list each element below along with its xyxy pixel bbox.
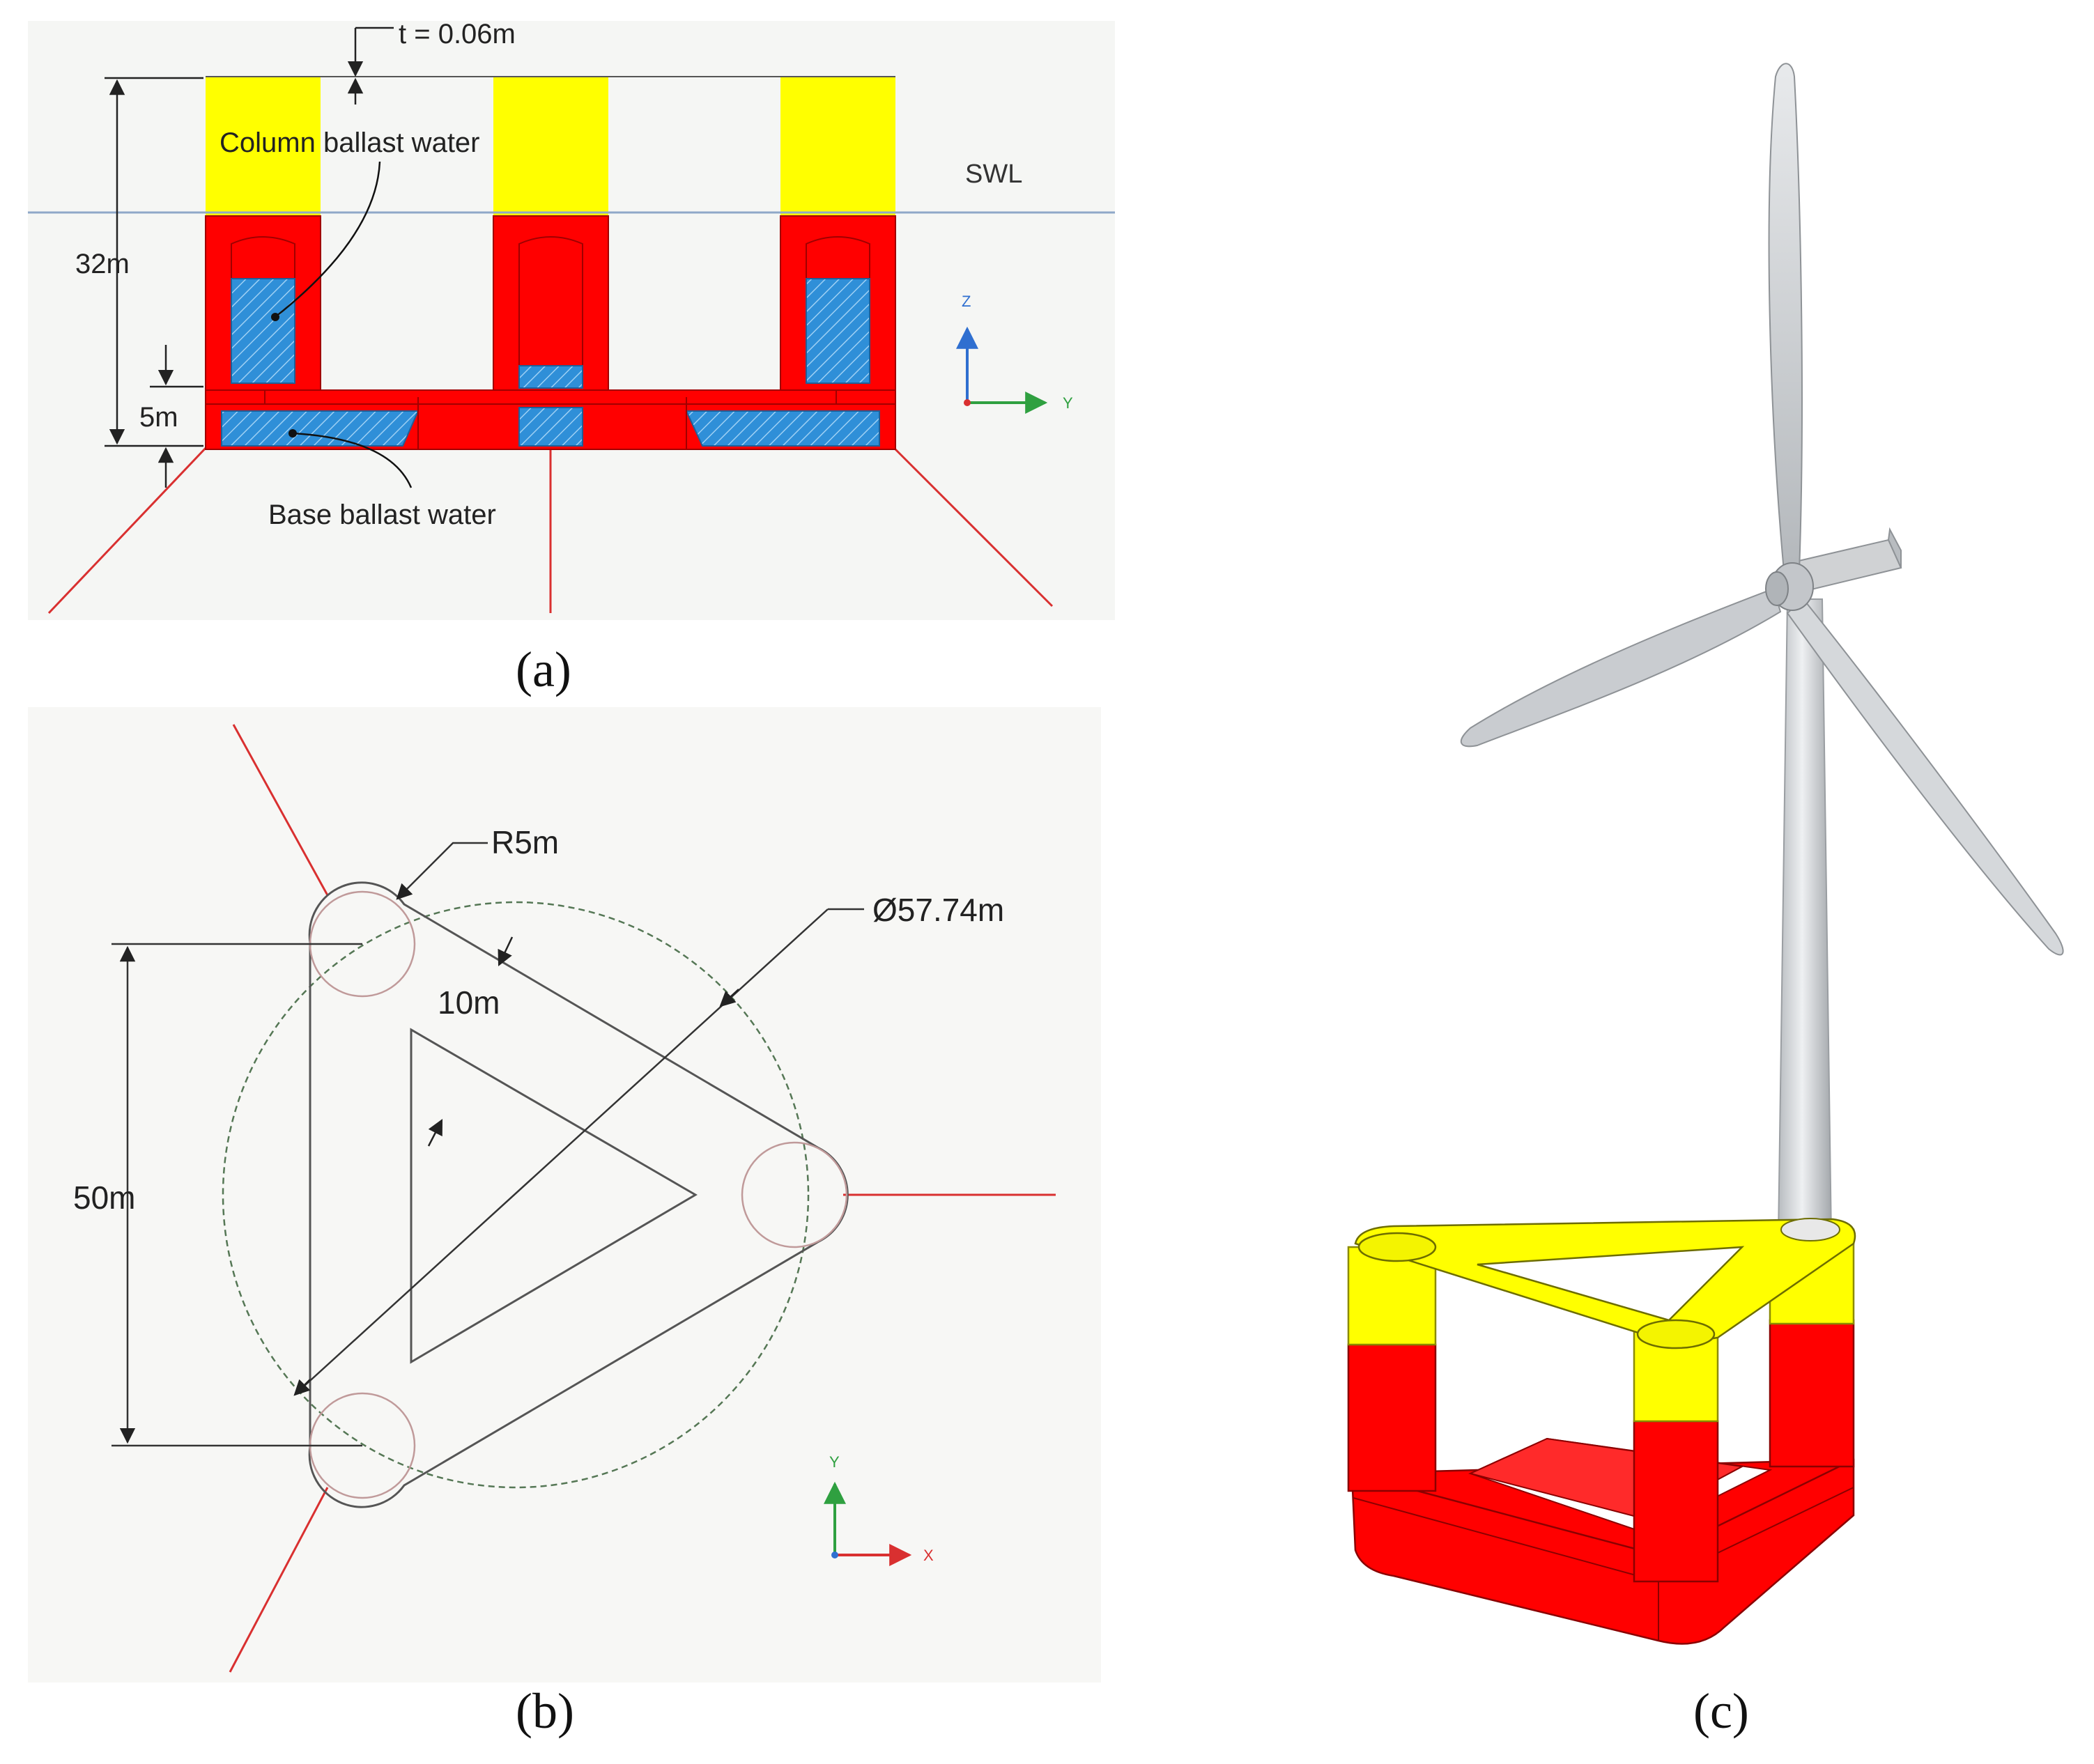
axis-z-label: Z <box>962 293 971 310</box>
inner-triangle <box>410 1028 698 1364</box>
base-pontoon-3d <box>1350 1458 1855 1645</box>
height-dimension <box>105 77 203 447</box>
diameter-leader <box>295 908 829 1394</box>
upper-columns <box>206 77 895 216</box>
tower <box>1777 598 1833 1237</box>
column-ballast <box>231 278 870 389</box>
caption-a: (a) <box>516 642 571 697</box>
thickness-label: t = 0.06m <box>399 19 516 49</box>
diameter-label: Ø57.74m <box>872 892 1004 928</box>
panel-b: Ø57.74m R5m 10m 50m Y X <box>28 707 1101 1682</box>
panel-c-turbine <box>1347 63 2064 1645</box>
blade-up <box>1768 63 1803 572</box>
pontoon-width-label: 10m <box>438 984 500 1021</box>
thickness-dimension <box>347 26 394 105</box>
axis-triad-a: Z Y <box>956 293 1073 414</box>
bounding-circle <box>222 901 810 1489</box>
swl-label: SWL <box>965 160 1022 189</box>
mooring-lines-b <box>229 724 1056 1673</box>
base-height-dimension <box>150 345 203 488</box>
mooring-lines-a <box>47 444 1054 614</box>
base-ballast-label: Base ballast water <box>268 500 496 530</box>
span-dimension <box>111 943 362 1447</box>
hull-outline <box>308 881 849 1508</box>
axis-triad-b: Y X <box>824 1453 934 1566</box>
blade-right <box>1786 598 2064 956</box>
base-ballast <box>221 407 880 447</box>
height-label: 32m <box>75 249 130 279</box>
column-ballast-label: Column ballast water <box>220 127 480 158</box>
lower-columns-3d <box>1347 1319 1855 1583</box>
column-interiors <box>231 236 870 366</box>
base-height-label: 5m <box>139 402 178 433</box>
axis-y-label-b: Y <box>829 1453 840 1471</box>
caption-c: (c) <box>1693 1683 1749 1739</box>
axis-x-label-b: X <box>923 1547 934 1564</box>
span-label: 50m <box>73 1179 135 1216</box>
panel-a: SWL t = 0.06m Column ballast water 32m 5… <box>28 19 1115 620</box>
axis-y-label: Y <box>1063 394 1073 412</box>
caption-b: (b) <box>516 1683 574 1739</box>
radius-label: R5m <box>491 824 559 860</box>
blade-left <box>1460 587 1782 748</box>
